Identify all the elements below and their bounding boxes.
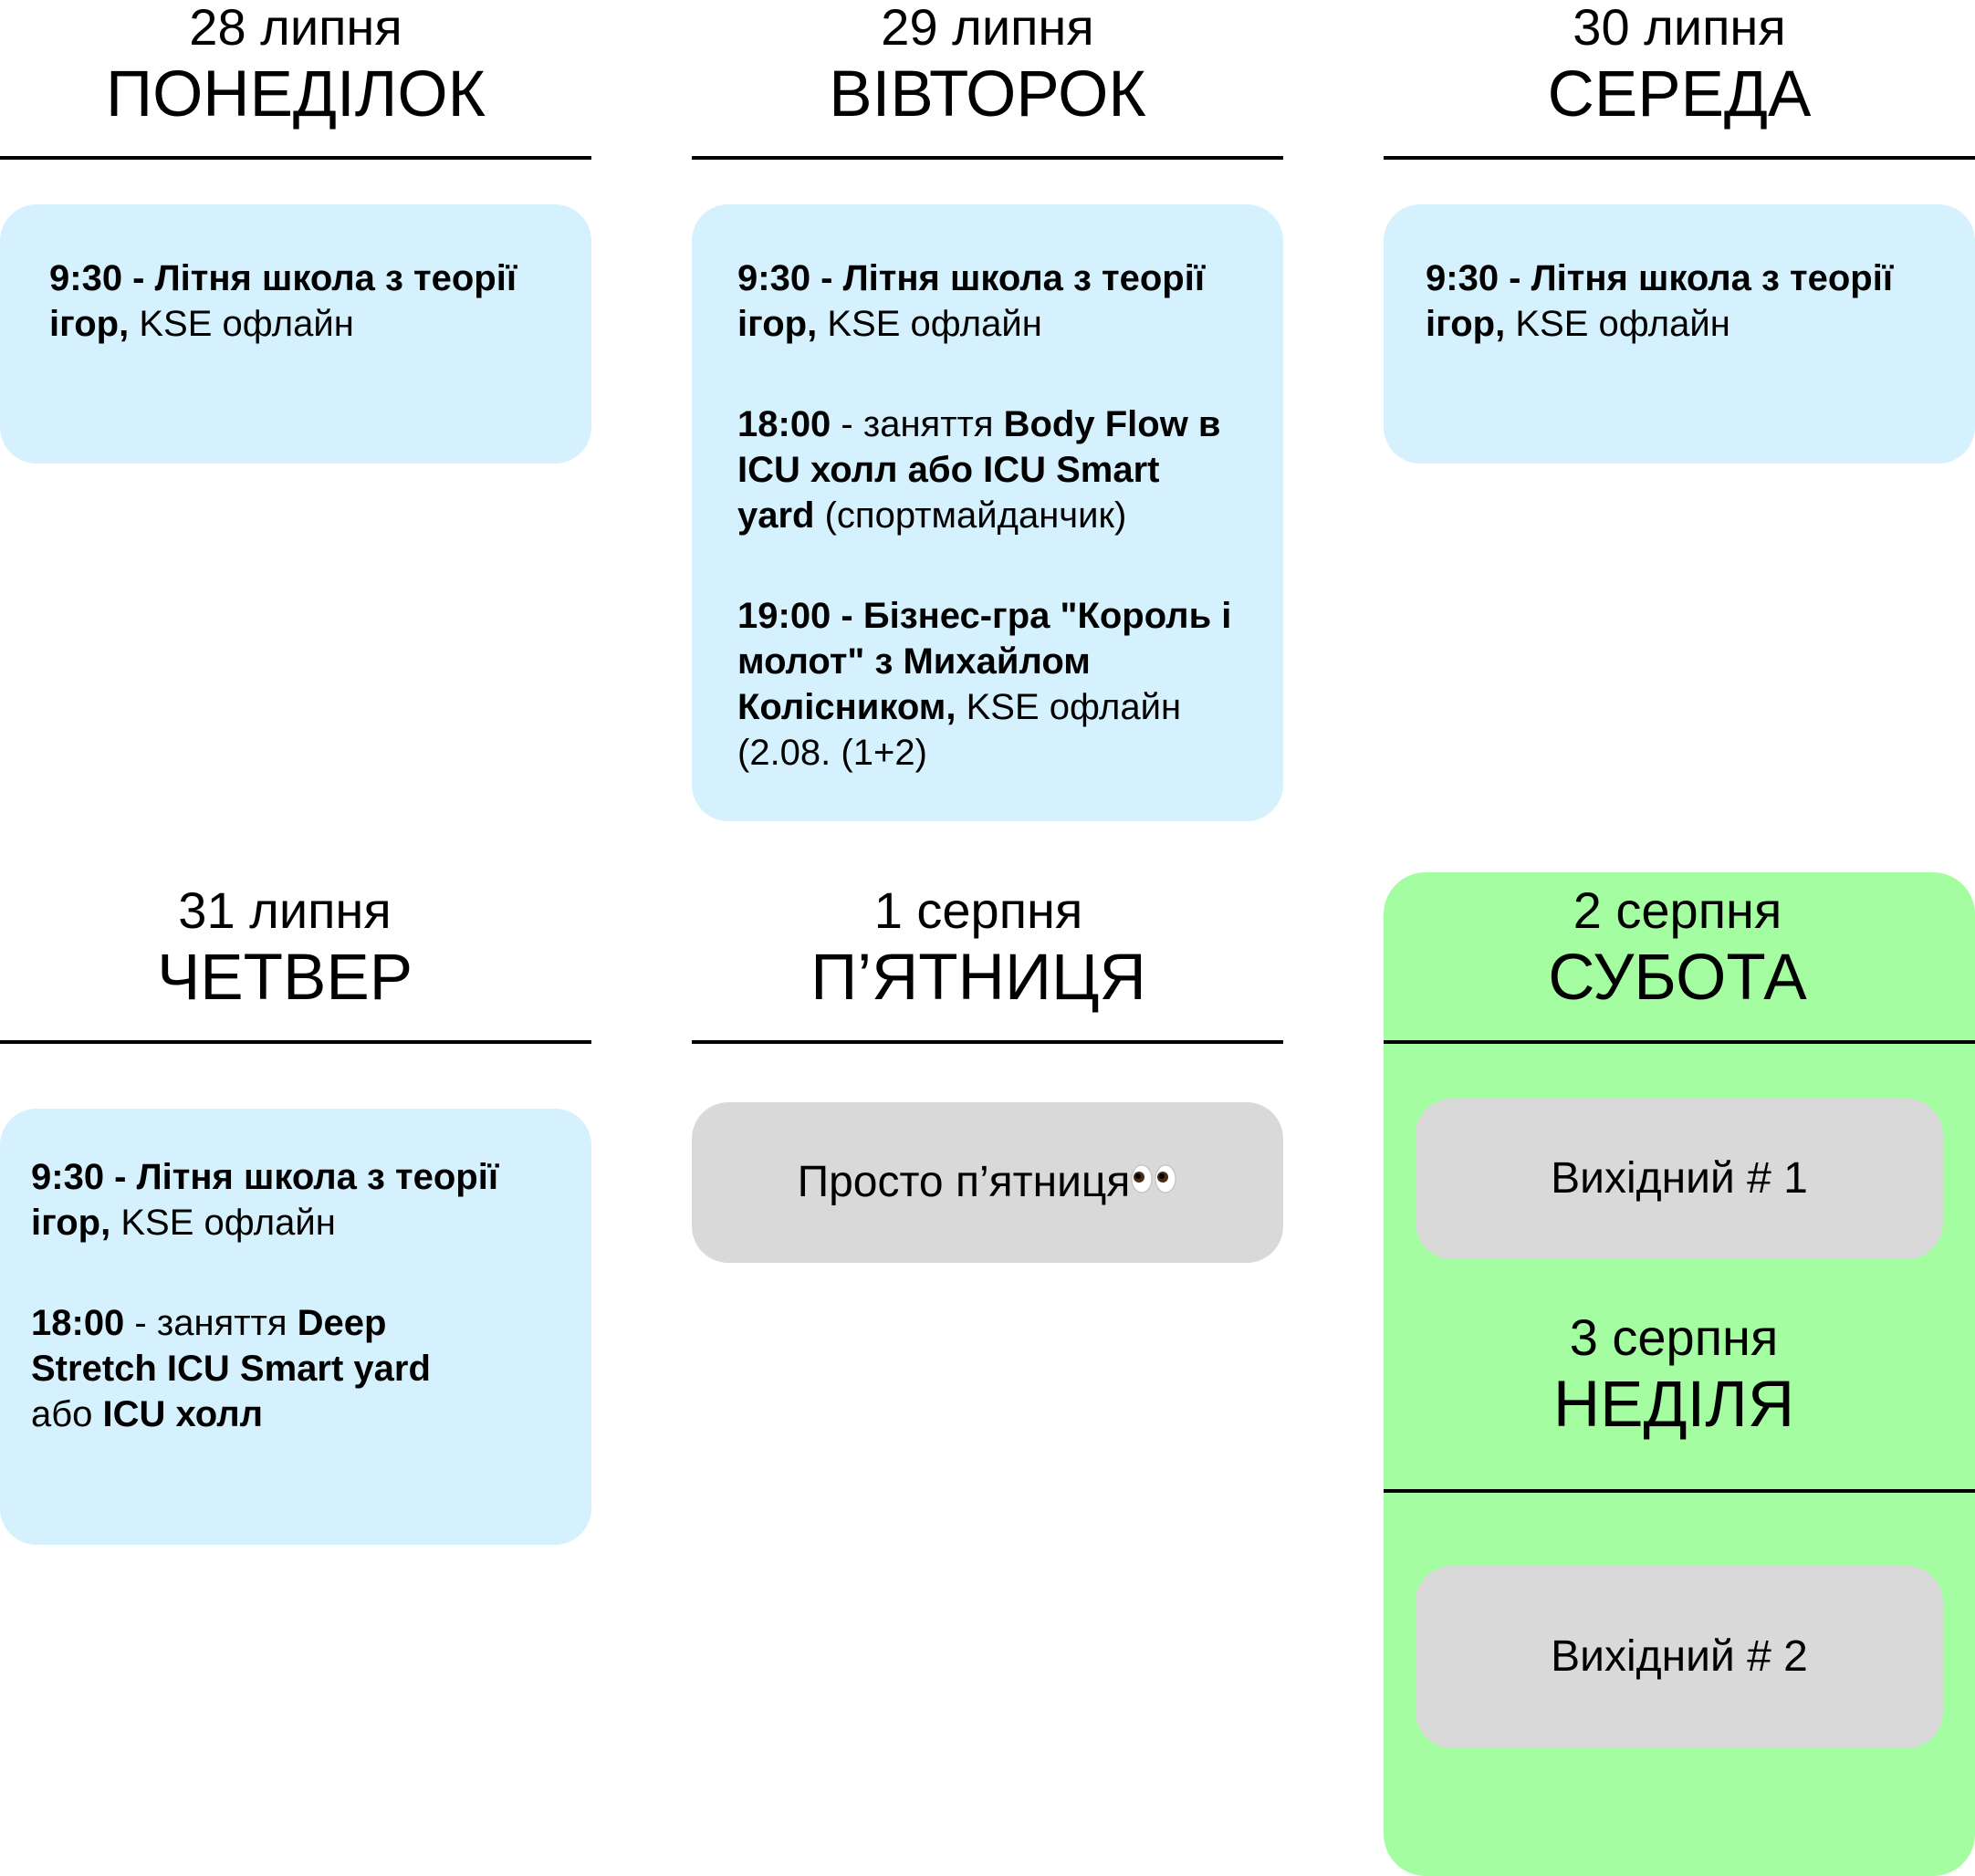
event-card-wednesday: 9:30 - Літня школа з теорії ігор, KSE оф…: [1384, 204, 1975, 464]
divider: [0, 1040, 591, 1044]
day-header-saturday: 2 серпня СУБОТА: [1382, 883, 1973, 1015]
divider: [692, 1040, 1283, 1044]
day-name: НЕДІЛЯ: [1552, 1369, 1795, 1441]
day-date: 1 серпня: [873, 881, 1083, 939]
event-location: (спортмайданчик): [814, 495, 1127, 536]
day-date: 30 липня: [1573, 0, 1786, 56]
day-header-tuesday: 29 липня ВІВТОРОК: [692, 0, 1283, 131]
event-body-flow: 18:00 - заняття Body Flow в ICU холл або…: [737, 401, 1247, 538]
event-title: 9:30 - Літня школа з теорії ігор,: [31, 1157, 499, 1243]
weekend-card-saturday: Вихідний # 1: [1416, 1099, 1943, 1259]
event-summer-school: 9:30 - Літня школа з теорії ігор, KSE оф…: [31, 1154, 564, 1245]
day-header-wednesday: 30 липня СЕРЕДА: [1384, 0, 1975, 131]
event-time: 18:00: [737, 404, 831, 444]
friday-note: Просто п’ятниця: [797, 1158, 1131, 1206]
day-date: 28 липня: [189, 0, 402, 56]
event-separator: - заняття: [831, 404, 1004, 444]
divider: [1384, 156, 1975, 160]
divider: [1384, 1040, 1975, 1044]
event-title: 19:00 - Бізнес-гра "Король і молот" з Ми…: [737, 596, 1232, 727]
event-card-tuesday: 9:30 - Літня школа з теорії ігор, KSE оф…: [692, 204, 1283, 821]
event-location: ICU холл: [102, 1394, 264, 1434]
event-location: KSE офлайн (2.08. (1+2): [737, 687, 1182, 773]
eyes-icon: [1130, 1157, 1177, 1208]
day-name: ПОНЕДІЛОК: [106, 58, 486, 130]
event-summer-school: 9:30 - Літня школа з теорії ігор, KSE оф…: [49, 255, 564, 347]
day-header-monday: 28 липня ПОНЕДІЛОК: [0, 0, 591, 131]
event-time: 18:00: [31, 1303, 125, 1343]
event-summer-school: 9:30 - Літня школа з теорії ігор, KSE оф…: [737, 255, 1247, 347]
event-card-monday: 9:30 - Літня школа з теорії ігор, KSE оф…: [0, 204, 591, 464]
event-title: 9:30 - Літня школа з теорії ігор,: [1426, 258, 1894, 344]
divider: [1384, 1489, 1975, 1493]
weekend-label: Вихідний # 2: [1551, 1632, 1808, 1681]
event-location: KSE офлайн: [817, 304, 1042, 344]
event-title: Body Flow в ICU холл або ICU Smart yard: [737, 404, 1221, 536]
weekend-card-sunday: Вихідний # 2: [1416, 1566, 1943, 1748]
day-name: СУБОТА: [1548, 942, 1807, 1014]
day-header-sunday: 3 серпня НЕДІЛЯ: [1378, 1310, 1970, 1442]
event-card-thursday: 9:30 - Літня школа з теорії ігор, KSE оф…: [0, 1109, 591, 1545]
weekend-label: Вихідний # 1: [1551, 1154, 1808, 1203]
event-location: KSE офлайн: [1505, 304, 1730, 344]
friday-card: Просто п’ятниця: [692, 1102, 1283, 1263]
day-header-thursday: 31 липня ЧЕТВЕР: [0, 883, 580, 1015]
day-date: 3 серпня: [1569, 1308, 1779, 1366]
event-business-game: 19:00 - Бізнес-гра "Король і молот" з Ми…: [737, 593, 1247, 776]
event-deep-stretch: 18:00 - заняття Deep Stretch ICU Smart y…: [31, 1300, 564, 1437]
day-name: ВІВТОРОК: [829, 58, 1146, 130]
day-name: П’ЯТНИЦЯ: [810, 942, 1146, 1014]
event-title: 9:30 - Літня школа з теорії ігор,: [49, 258, 517, 344]
day-date: 29 липня: [881, 0, 1094, 56]
day-name: СЕРЕДА: [1547, 58, 1812, 130]
day-header-friday: 1 серпня П’ЯТНИЦЯ: [683, 883, 1274, 1015]
event-separator: - заняття: [124, 1303, 298, 1343]
event-summer-school: 9:30 - Літня школа з теорії ігор, KSE оф…: [1426, 255, 1948, 347]
event-separator: або: [31, 1394, 103, 1434]
event-title: 9:30 - Літня школа з теорії ігор,: [737, 258, 1206, 344]
day-date: 2 серпня: [1573, 881, 1782, 939]
day-date: 31 липня: [178, 881, 392, 939]
divider: [692, 156, 1283, 160]
event-location: KSE офлайн: [110, 1203, 336, 1243]
divider: [0, 156, 591, 160]
day-name: ЧЕТВЕР: [156, 942, 413, 1014]
event-location: KSE офлайн: [129, 304, 354, 344]
event-title: Deep Stretch ICU Smart yard: [31, 1303, 431, 1389]
